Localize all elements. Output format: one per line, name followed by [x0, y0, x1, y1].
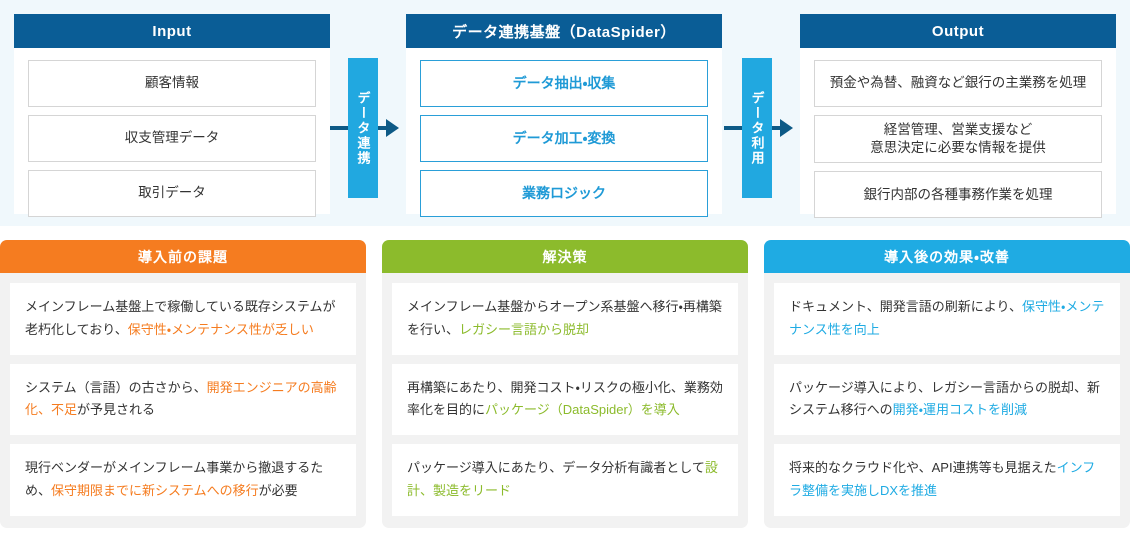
highlighted-text: 開発エンジニアの高齢化、不足: [25, 379, 337, 418]
card-effects-title: 導入後の効果・改善: [764, 240, 1130, 273]
body-text: メインフレーム基盤上で稼働している既存システムが老朽化しており、: [25, 299, 336, 337]
body-text: 再構築にあたり、開発コスト・リスクの極小化、業務効率化を目的に: [407, 379, 723, 418]
connector-data-riyou: データ利用: [742, 58, 772, 198]
flow-panel-output-body: 預金や為替、融資など銀行の主業務を処理 経営管理、営業支援など 意思決定に必要な…: [800, 48, 1116, 232]
flow-panel-input-body: 顧客情報 収支管理データ 取引データ: [14, 48, 330, 231]
card-solution-body: メインフレーム基盤からオープン系基盤へ移行・再構築を行い、レガシー言語から脱却再…: [382, 273, 748, 528]
flow-panel-output-title: Output: [800, 14, 1116, 48]
flow-item-dataspider-1: データ加工・変換: [420, 115, 708, 162]
flow-item-dataspider-2: 業務ロジック: [420, 170, 708, 217]
list-item: 再構築にあたり、開発コスト・リスクの極小化、業務効率化を目的にパッケージ（Dat…: [392, 363, 738, 435]
body-text: システム（言語）の古さから、: [25, 379, 207, 395]
body-text: が必要: [258, 482, 298, 498]
flow-panel-output: Output 預金や為替、融資など銀行の主業務を処理 経営管理、営業支援など 意…: [800, 14, 1116, 219]
card-issues-title: 導入前の課題: [0, 240, 366, 273]
connector-data-riyou-label: データ利用: [749, 90, 765, 166]
card-solution-title: 解決策: [382, 240, 748, 273]
highlighted-text: 設計、製造をリード: [407, 460, 718, 498]
highlighted-text: 保守期限までに新システムへの移行: [51, 482, 259, 498]
body-text: ドキュメント、開発言語の刷新により、: [789, 299, 1022, 314]
flow-item-input-0: 顧客情報: [28, 60, 316, 107]
highlighted-text: レガシー言語から脱却: [459, 321, 590, 337]
body-text: パッケージ導入により、レガシー言語からの脱却、新システム移行への: [789, 379, 1100, 418]
flow-item-output-2: 銀行内部の各種事務作業を処理: [814, 171, 1102, 219]
connector-data-renkei: データ連携: [348, 58, 378, 198]
connector-data-renkei-label: データ連携: [355, 90, 371, 166]
card-effects-body: ドキュメント、開発言語の刷新により、保守性・メンテナンス性を向上パッケージ導入に…: [764, 273, 1130, 528]
summary-cards-row: 導入前の課題 メインフレーム基盤上で稼働している既存システムが老朽化しており、保…: [0, 240, 1130, 535]
card-solution: 解決策 メインフレーム基盤からオープン系基盤へ移行・再構築を行い、レガシー言語か…: [382, 240, 748, 528]
list-item: システム（言語）の古さから、開発エンジニアの高齢化、不足が予見される: [10, 363, 356, 435]
highlighted-text: 保守性・メンテナンス性が乏しい: [127, 321, 314, 337]
arrow-head-icon-input-to-platform: [386, 119, 399, 137]
body-text: メインフレーム基盤からオープン系基盤へ移行・再構築を行い、: [407, 299, 722, 337]
flow-item-input-1: 収支管理データ: [28, 115, 316, 162]
list-item: 将来的なクラウド化や、API連携等も見据えたインフラ整備を実施しDXを推進: [774, 444, 1120, 516]
body-text: が予見される: [77, 402, 156, 418]
list-item: 現行ベンダーがメインフレーム事業から撤退するため、保守期限までに新システムへの移…: [10, 444, 356, 516]
flow-panel-dataspider: データ連携基盤（DataSpider） データ抽出・収集 データ加工・変換 業務…: [406, 14, 722, 217]
card-issues-body: メインフレーム基盤上で稼働している既存システムが老朽化しており、保守性・メンテナ…: [0, 273, 366, 528]
flow-panel-input: Input 顧客情報 収支管理データ 取引データ: [14, 14, 330, 217]
body-text: 将来的なクラウド化や、API連携等も見据えた: [789, 460, 1057, 475]
arrow-head-icon-platform-to-output: [780, 119, 793, 137]
list-item: ドキュメント、開発言語の刷新により、保守性・メンテナンス性を向上: [774, 283, 1120, 355]
flow-item-output-1-line1: 経営管理、営業支援など: [883, 122, 1033, 137]
flow-panel-dataspider-title: データ連携基盤（DataSpider）: [406, 14, 722, 48]
card-issues: 導入前の課題 メインフレーム基盤上で稼働している既存システムが老朽化しており、保…: [0, 240, 366, 528]
card-effects: 導入後の効果・改善 ドキュメント、開発言語の刷新により、保守性・メンテナンス性を…: [764, 240, 1130, 528]
body-text: パッケージ導入にあたり、データ分析有識者として: [407, 460, 705, 475]
data-flow-diagram: Input 顧客情報 収支管理データ 取引データ データ連携 データ連携基盤（D…: [0, 0, 1130, 226]
list-item: パッケージ導入により、レガシー言語からの脱却、新システム移行への開発・運用コスト…: [774, 363, 1120, 435]
flow-item-output-0: 預金や為替、融資など銀行の主業務を処理: [814, 60, 1102, 107]
highlighted-text: パッケージ（DataSpider）を導入: [485, 402, 680, 418]
flow-item-output-1-line2: 意思決定に必要な情報を提供: [870, 140, 1046, 156]
flow-item-output-1: 経営管理、営業支援など 意思決定に必要な情報を提供: [814, 115, 1102, 164]
list-item: メインフレーム基盤からオープン系基盤へ移行・再構築を行い、レガシー言語から脱却: [392, 283, 738, 355]
highlighted-text: インフラ整備を実施しDXを推進: [789, 460, 1096, 498]
list-item: メインフレーム基盤上で稼働している既存システムが老朽化しており、保守性・メンテナ…: [10, 283, 356, 355]
list-item: パッケージ導入にあたり、データ分析有識者として設計、製造をリード: [392, 444, 738, 516]
flow-item-dataspider-0: データ抽出・収集: [420, 60, 708, 107]
body-text: 現行ベンダーがメインフレーム事業から撤退するため、: [25, 460, 324, 498]
highlighted-text: 保守性・メンテナンス性を向上: [789, 299, 1105, 337]
flow-panel-dataspider-body: データ抽出・収集 データ加工・変換 業務ロジック: [406, 48, 722, 231]
highlighted-text: 開発・運用コストを削減: [892, 402, 1028, 418]
flow-panel-input-title: Input: [14, 14, 330, 48]
flow-item-input-2: 取引データ: [28, 170, 316, 217]
